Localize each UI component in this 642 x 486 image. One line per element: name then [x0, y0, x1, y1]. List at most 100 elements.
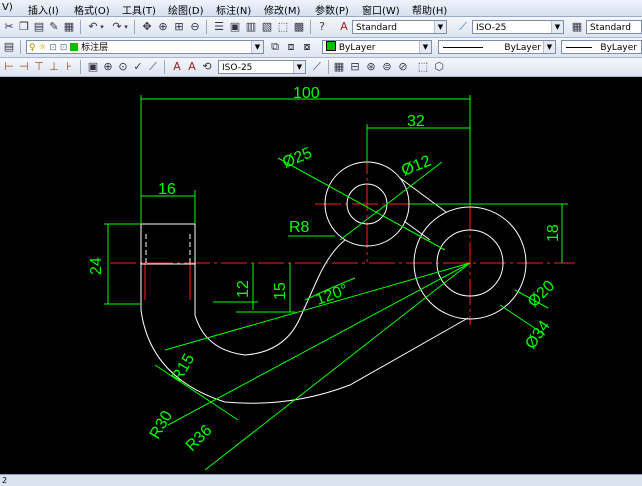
- quick-dimension-icon[interactable]: ▣: [87, 60, 99, 73]
- chevron-down-icon: ▼: [543, 41, 555, 53]
- layer-color-swatch: [70, 43, 79, 51]
- layer-thaw-icon: ☼: [38, 43, 47, 53]
- arc-length-icon[interactable]: ⊤: [34, 60, 44, 73]
- drawing-canvas[interactable]: 100 32 16 24 18 Ø25 Ø12 Ø20 Ø34 R8 120° …: [0, 77, 642, 474]
- toolbar-separator: [206, 20, 207, 34]
- text-style-value: Standard: [356, 23, 397, 33]
- dimension-lines: [104, 95, 568, 471]
- radius-line-36: [204, 262, 471, 471]
- leader-diameter-25: [277, 157, 446, 251]
- ordinate-dimension-icon[interactable]: ⊥: [49, 60, 59, 73]
- undo-dropdown-icon[interactable]: ▾: [100, 23, 104, 31]
- calculator-icon[interactable]: ▩: [293, 20, 305, 33]
- table-style-icon[interactable]: ▦: [571, 20, 583, 33]
- menu-dimension[interactable]: 标注(N): [216, 6, 252, 17]
- view-shade-icon[interactable]: ⊜: [382, 60, 392, 73]
- layer-select[interactable]: ♀ ☼ ⊡ ⊡ 标注层 ▼: [26, 40, 264, 54]
- dimension-toolbar: ⊢ ⊣ ⊤ ⊥ ⊦ ▣ ⊕ ⊙ ✓ ⟋ A A ⟲ ISO-25 ▼ ⟋ ▦ ⊟…: [0, 58, 642, 77]
- chevron-down-icon: ▼: [293, 61, 305, 73]
- text-style-icon[interactable]: A: [340, 20, 348, 33]
- leader-icon[interactable]: ⟋: [149, 60, 157, 73]
- view-orbit-icon[interactable]: ⊛: [366, 60, 376, 73]
- layer-on-icon: ♀: [29, 43, 36, 53]
- paste-icon[interactable]: ▤: [33, 20, 45, 33]
- layer-plot-icon: ⊡: [59, 43, 68, 53]
- tool-palettes-icon[interactable]: ▥: [245, 20, 257, 33]
- make-current-layer-icon[interactable]: ⧉: [271, 40, 279, 53]
- inner-hook-arc: [194, 239, 346, 356]
- aligned-dimension-icon[interactable]: ⊣: [19, 60, 29, 73]
- centerlines: [110, 148, 575, 325]
- design-center-icon[interactable]: ▣: [229, 20, 241, 33]
- connecting-link-top: [399, 177, 447, 213]
- help-icon[interactable]: ?: [319, 20, 325, 33]
- dim-style-value: ISO-25: [476, 23, 507, 33]
- view-front-icon[interactable]: ⊟: [350, 60, 360, 73]
- angular-dimension-icon[interactable]: ✓: [133, 60, 143, 73]
- chevron-down-icon: ▼: [551, 21, 563, 33]
- dim-update-icon[interactable]: ⟲: [202, 60, 212, 73]
- zoom-window-icon[interactable]: ⊞: [174, 20, 184, 33]
- menu-format[interactable]: 格式(O): [74, 6, 110, 17]
- dimension-style-manager-icon[interactable]: ⟋: [313, 60, 321, 73]
- view-render-icon[interactable]: ⊘: [398, 60, 408, 73]
- radius-dimension-icon[interactable]: ⊦: [66, 60, 72, 73]
- cut-icon[interactable]: ✂: [4, 20, 14, 33]
- dim-text-radius-15: R15: [169, 351, 198, 385]
- text-style-select[interactable]: Standard ▼: [352, 20, 447, 34]
- diameter-dimension-icon[interactable]: ⊙: [118, 60, 128, 73]
- view-grid-icon[interactable]: ▦: [333, 60, 345, 73]
- angle-arc-120: [304, 277, 356, 301]
- large-boss-hole: [436, 229, 504, 297]
- menu-modify[interactable]: 修改(M): [264, 6, 301, 17]
- menu-parametric[interactable]: 参数(P): [315, 6, 349, 17]
- dimension-texts: 100 32 16 24 18 Ø25 Ø12 Ø20 Ø34 R8 120° …: [88, 85, 562, 455]
- dim-text-edit-icon[interactable]: A: [188, 60, 196, 73]
- chevron-down-icon: ▼: [251, 41, 263, 53]
- menu-view[interactable]: V): [2, 2, 13, 13]
- block-editor-icon[interactable]: ▦: [63, 20, 75, 33]
- toolbar-separator: [328, 60, 329, 74]
- dim-edit-icon[interactable]: A: [173, 60, 181, 73]
- redo-dropdown-icon[interactable]: ▾: [124, 23, 128, 31]
- view-3d-icon[interactable]: ⬚: [417, 60, 429, 73]
- linear-dimension-icon[interactable]: ⊢: [4, 60, 14, 73]
- dim-style-select[interactable]: ISO-25 ▼: [472, 20, 564, 34]
- zoom-realtime-icon[interactable]: ⊕: [158, 20, 168, 33]
- outer-hook-arc: [140, 264, 469, 404]
- center-mark-icon[interactable]: ⊕: [103, 60, 113, 73]
- color-select[interactable]: ByLayer ▼: [322, 40, 432, 54]
- dimension-style-select[interactable]: ISO-25 ▼: [218, 60, 306, 74]
- lineweight-select[interactable]: ByLayer: [561, 40, 642, 54]
- redo-icon[interactable]: ↷: [112, 20, 122, 33]
- match-properties-icon[interactable]: ✎: [49, 20, 59, 33]
- radius-line-30: [167, 262, 471, 426]
- properties-icon[interactable]: ☰: [214, 20, 224, 33]
- lineweight-preview: [566, 47, 592, 48]
- menu-insert[interactable]: 插入(I): [28, 6, 59, 17]
- color-swatch: [326, 41, 336, 51]
- menu-draw[interactable]: 绘图(D): [168, 6, 204, 17]
- table-style-select[interactable]: Standard: [586, 20, 642, 34]
- menu-tools[interactable]: 工具(T): [122, 6, 156, 17]
- view-cube-icon[interactable]: ⬡: [434, 60, 444, 73]
- linetype-preview: [443, 47, 483, 48]
- dim-text-height-12: 12: [235, 280, 252, 298]
- cad-drawing: 100 32 16 24 18 Ø25 Ø12 Ø20 Ø34 R8 120° …: [88, 85, 575, 471]
- menu-window[interactable]: 窗口(W): [362, 6, 400, 17]
- sheet-set-icon[interactable]: ▧: [261, 20, 273, 33]
- layer-manager-icon[interactable]: ▤: [3, 40, 15, 53]
- dim-style-icon[interactable]: ⟋: [459, 20, 467, 33]
- dim-text-center-offset: 32: [407, 113, 425, 130]
- undo-icon[interactable]: ↶: [88, 20, 98, 33]
- markup-icon[interactable]: ⬚: [277, 20, 289, 33]
- layer-previous-icon[interactable]: ⧈: [287, 40, 295, 53]
- linetype-select[interactable]: ByLayer ▼: [438, 40, 556, 54]
- menu-help[interactable]: 帮助(H): [412, 6, 448, 17]
- zoom-previous-icon[interactable]: ⊖: [190, 20, 200, 33]
- layer-state-icon[interactable]: ⧇: [303, 40, 311, 53]
- copy-icon[interactable]: ❐: [19, 20, 29, 33]
- pan-icon[interactable]: ✥: [142, 20, 152, 33]
- connecting-link-mid: [403, 220, 431, 241]
- dim-text-angle: 120°: [314, 281, 351, 308]
